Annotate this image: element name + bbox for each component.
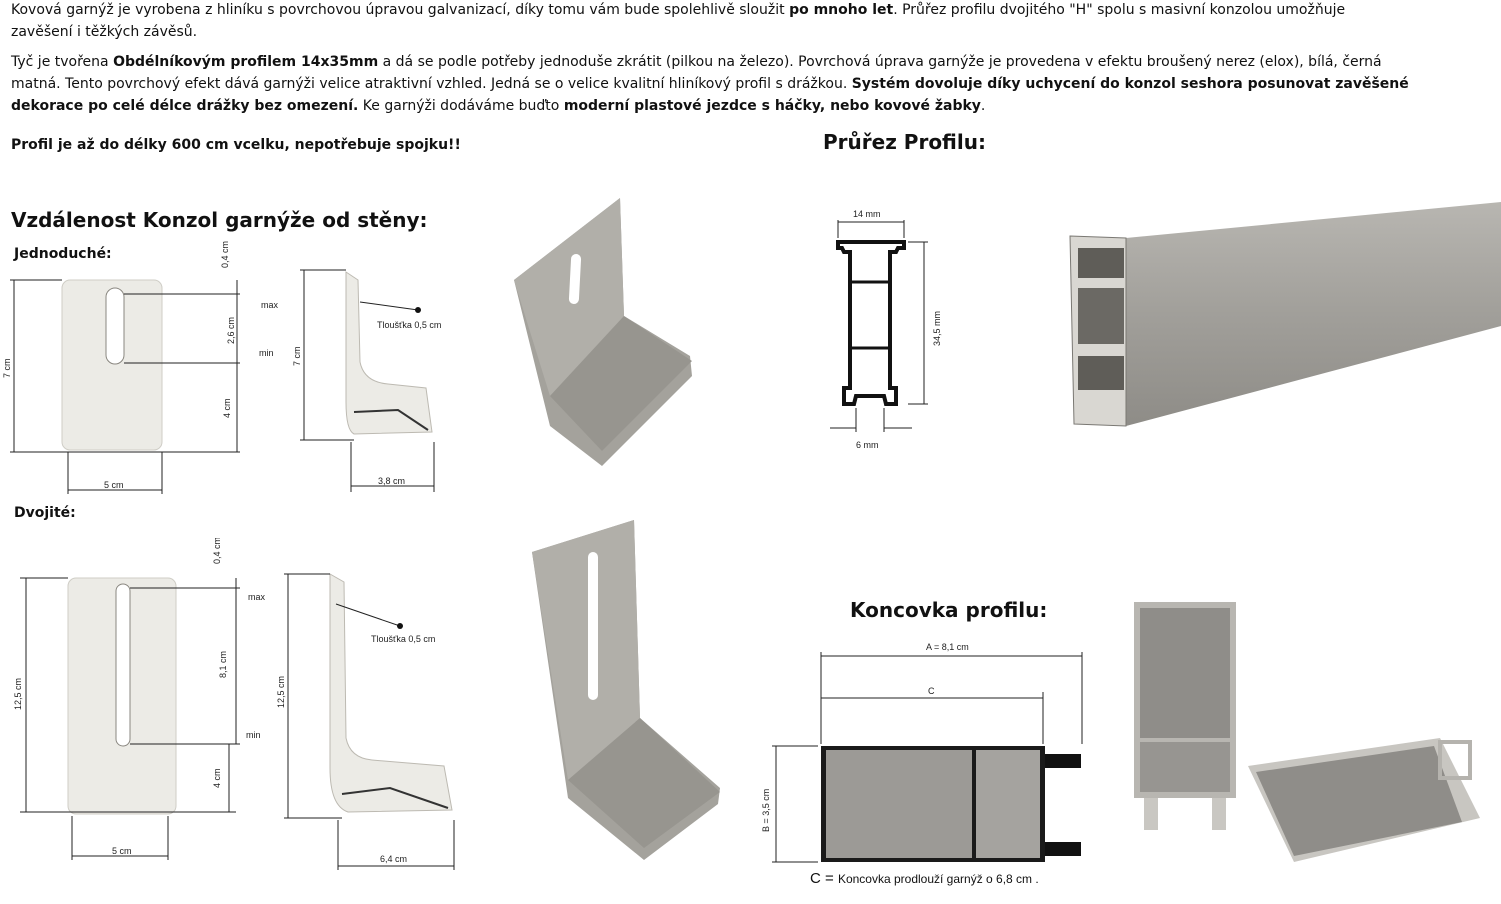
- depth-label: 3,8 cm: [378, 476, 405, 486]
- lower-label: 4 cm: [222, 398, 232, 418]
- height-label: 34,5 mm: [932, 311, 942, 346]
- text: Kovová garnýž je vyrobena z hliníku s po…: [11, 2, 790, 18]
- min-label: min: [259, 348, 274, 358]
- text: a dá se podle potřeby jednoduše zkrátit …: [11, 54, 1382, 92]
- thickness-label: Tloušťka 0,5 cm: [377, 320, 441, 330]
- side-height-label: 7 cm: [292, 346, 302, 366]
- bracket-slot: [115, 583, 131, 747]
- endcap-note: C = Koncovka prodlouží garnýž o 6,8 cm .: [810, 870, 1039, 887]
- emphasis: moderní plastové jezdce s háčky, nebo ko…: [563, 98, 981, 114]
- endcap-diagram: A = 8,1 cm C B = 3,5 cm: [761, 642, 1083, 863]
- min-label: min: [246, 730, 261, 740]
- a-label: A = 8,1 cm: [926, 642, 969, 652]
- side-height-label: 12,5 cm: [276, 676, 286, 708]
- intro-paragraph-2: Tyč je tvořena Obdélníkovým profilem 14x…: [11, 51, 1411, 117]
- intro-paragraph-1: Kovová garnýž je vyrobena z hliníku s po…: [11, 0, 1411, 43]
- h-profile: [836, 240, 906, 406]
- endcap-photo: [1134, 602, 1480, 862]
- double-bracket-side-diagram: 12,5 cm Tloušťka 0,5 cm 6,4 cm: [276, 573, 455, 870]
- height-label: 7 cm: [2, 358, 12, 378]
- emphasis: Systém dovoluje díky uchycení do konzol …: [11, 76, 1409, 114]
- slot-label: 8,1 cm: [218, 651, 228, 678]
- single-bracket-side-diagram: 7 cm Tloušťka 0,5 cm 3,8 cm: [292, 269, 441, 492]
- profile-heading: Průřez Profilu:: [823, 130, 986, 154]
- bracket-profile: [345, 271, 433, 435]
- max-label: max: [261, 300, 279, 310]
- intro-paragraph-3: Profil je až do délky 600 cm vcelku, nep…: [11, 137, 461, 153]
- text: . Průřez profilu dvojitého "H" spolu s m…: [11, 2, 1346, 40]
- endcap-heading: Koncovka profilu:: [850, 598, 1048, 622]
- emphasis: po mnoho let: [789, 2, 894, 18]
- c-label: C: [928, 686, 935, 696]
- bottom-width-label: 6 mm: [856, 440, 879, 450]
- emphasis: Obdélníkovým profilem 14x35mm: [113, 54, 379, 70]
- top-gap-label: 0,4 cm: [220, 241, 230, 268]
- single-heading: Jednoduché:: [14, 246, 112, 262]
- brackets-heading: Vzdálenost Konzol garnýže od stěny:: [11, 208, 428, 232]
- slot-label: 2,6 cm: [226, 317, 236, 344]
- note-prefix: C =: [810, 870, 838, 887]
- max-label: max: [248, 592, 266, 602]
- slot: [588, 552, 598, 700]
- thickness-label: Tloušťka 0,5 cm: [371, 634, 435, 644]
- height-label: 12,5 cm: [13, 678, 23, 710]
- text: Ke garnýži dodáváme buďto: [358, 98, 564, 114]
- slot: [568, 254, 582, 304]
- double-heading: Dvojité:: [14, 505, 76, 521]
- lower-label: 4 cm: [212, 768, 222, 788]
- bracket-slot: [105, 287, 125, 365]
- text: .: [980, 98, 986, 114]
- glitter-panel-2: [976, 750, 1040, 858]
- b-label: B = 3,5 cm: [761, 789, 771, 832]
- top-width-label: 14 mm: [853, 209, 881, 219]
- note-text: Koncovka prodlouží garnýž o 6,8 cm .: [837, 872, 1039, 886]
- glitter-panel-1: [826, 750, 972, 858]
- single-bracket-photo: [514, 198, 692, 466]
- width-label: 5 cm: [112, 846, 132, 856]
- double-bracket-photo: [532, 520, 720, 860]
- depth-label: 6,4 cm: [380, 854, 407, 864]
- top-gap-label: 0,4 cm: [212, 538, 222, 564]
- profile-cross-section-diagram: 14 mm 34,5 mm 6 mm: [830, 209, 942, 450]
- single-bracket-front-diagram: 0,4 cm 7 cm 2,6 cm max min 4 cm 5 cm: [2, 241, 240, 494]
- double-bracket-front-diagram: 0,4 cm 12,5 cm 8,1 cm max min 4 cm 5 cm: [13, 538, 266, 860]
- profile-side: [1126, 202, 1501, 426]
- width-label: 5 cm: [104, 480, 124, 490]
- bracket-plate: [61, 279, 163, 451]
- text: Tyč je tvořena: [11, 54, 114, 70]
- single-bracket-minmax: max min: [259, 300, 279, 358]
- profile-photo: [1069, 202, 1501, 427]
- bracket-profile: [329, 573, 453, 813]
